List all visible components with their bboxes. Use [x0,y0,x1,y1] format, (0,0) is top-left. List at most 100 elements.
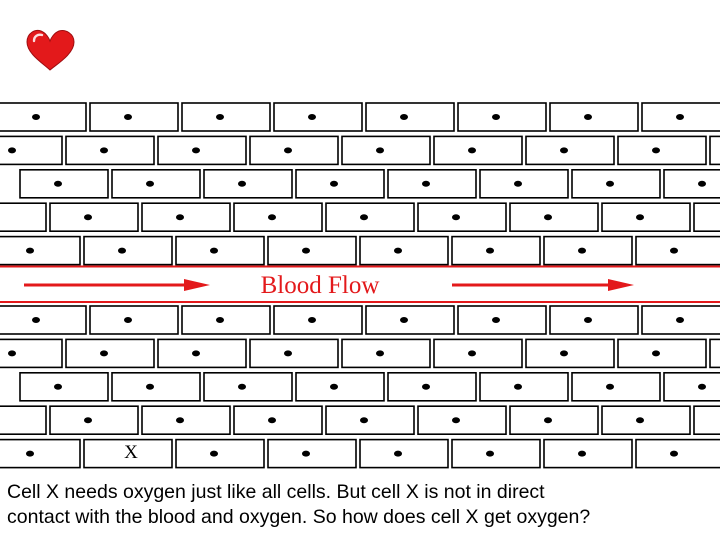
tissue-cell [417,202,507,232]
tissue-cell [0,102,87,132]
cell-nucleus [284,350,292,357]
tissue-cell [663,169,720,199]
cell-nucleus [698,383,706,390]
cell-nucleus [422,180,430,187]
tissue-cell [0,305,87,335]
blood-flow-label: Blood Flow [261,272,380,299]
cell-nucleus [330,180,338,187]
cell-nucleus [670,247,678,254]
tissue-cell [295,371,385,402]
cell-nucleus [492,114,500,120]
tissue-cell [543,235,633,266]
cell-nucleus [492,317,500,323]
tissue-cell [89,102,179,132]
tissue-cell [509,405,599,436]
cell-nucleus [124,114,132,120]
caption-line-1: Cell X needs oxygen just like all cells.… [7,481,545,503]
tissue-cell [359,438,449,469]
tissue-cell [0,438,81,469]
tissue-cell [451,235,541,266]
tissue-cell [457,305,547,335]
cell-nucleus [400,114,408,120]
upper-tissue [0,102,720,266]
cell-nucleus [652,147,660,154]
tissue-cell [479,371,569,402]
cell-nucleus [468,147,476,154]
heart-icon [26,30,75,71]
cell-nucleus [268,214,276,221]
tissue-cell [617,135,707,166]
cell-nucleus [544,214,552,221]
cell-x-label: X [124,442,138,463]
cell-nucleus [452,214,460,221]
cell-nucleus [100,147,108,154]
tissue-cell [0,202,47,232]
cell-nucleus [652,350,660,357]
cell-nucleus [124,317,132,323]
cell-nucleus [698,180,706,187]
cell-nucleus [578,450,586,457]
cell-nucleus [584,317,592,323]
tissue-cell [549,305,639,335]
tissue-cell [359,235,449,266]
cell-nucleus [422,383,430,390]
tissue-cell [571,371,661,402]
tissue-cell [571,169,661,199]
tissue-cell [157,338,247,369]
tissue-cell [273,102,363,132]
cell-nucleus [560,350,568,357]
cell-nucleus [514,180,522,187]
cell-nucleus [400,317,408,323]
cell-nucleus [146,383,154,390]
cell-nucleus [8,147,16,154]
cell-nucleus [636,214,644,221]
cell-nucleus [54,180,62,187]
tissue-cell [111,371,201,402]
cell-nucleus [486,247,494,254]
cell-nucleus [146,180,154,187]
cell-nucleus [192,147,200,154]
cell-nucleus [636,417,644,424]
cell-nucleus [376,350,384,357]
cell-nucleus [584,114,592,120]
tissue-cell [693,405,720,436]
tissue-cell [433,338,523,369]
tissue-cell [233,405,323,436]
cell-nucleus [394,247,402,254]
tissue-cell [387,371,477,402]
cell-nucleus [560,147,568,154]
tissue-cell [83,235,173,266]
tissue-cell [601,202,691,232]
tissue-cell [83,438,173,469]
tissue-cell [181,102,271,132]
caption-line-2: contact with the blood and oxygen. So ho… [7,506,591,528]
tissue-cell [525,338,615,369]
cell-nucleus [210,450,218,457]
cell-nucleus [26,450,34,457]
cell-nucleus [578,247,586,254]
tissue-cell [111,169,201,199]
tissue-cell [387,169,477,199]
tissue-cell [49,405,139,436]
tissue-cell [341,135,431,166]
tissue-cell [365,305,455,335]
cell-nucleus [210,247,218,254]
tissue-cell [433,135,523,166]
tissue-cell [693,202,720,232]
tissue-cell [601,405,691,436]
tissue-cell [543,438,633,469]
tissue-cell [709,338,720,369]
tissue-cell [89,305,179,335]
cell-nucleus [360,214,368,221]
tissue-cell [141,405,231,436]
tissue-cell [65,338,155,369]
tissue-cell [203,371,293,402]
flow-arrow-right-head [608,279,634,291]
tissue-cell [249,338,339,369]
tissue-cell [479,169,569,199]
cell-nucleus [26,247,34,254]
tissue-cell [0,235,81,266]
cell-nucleus [302,247,310,254]
tissue-cell [457,102,547,132]
